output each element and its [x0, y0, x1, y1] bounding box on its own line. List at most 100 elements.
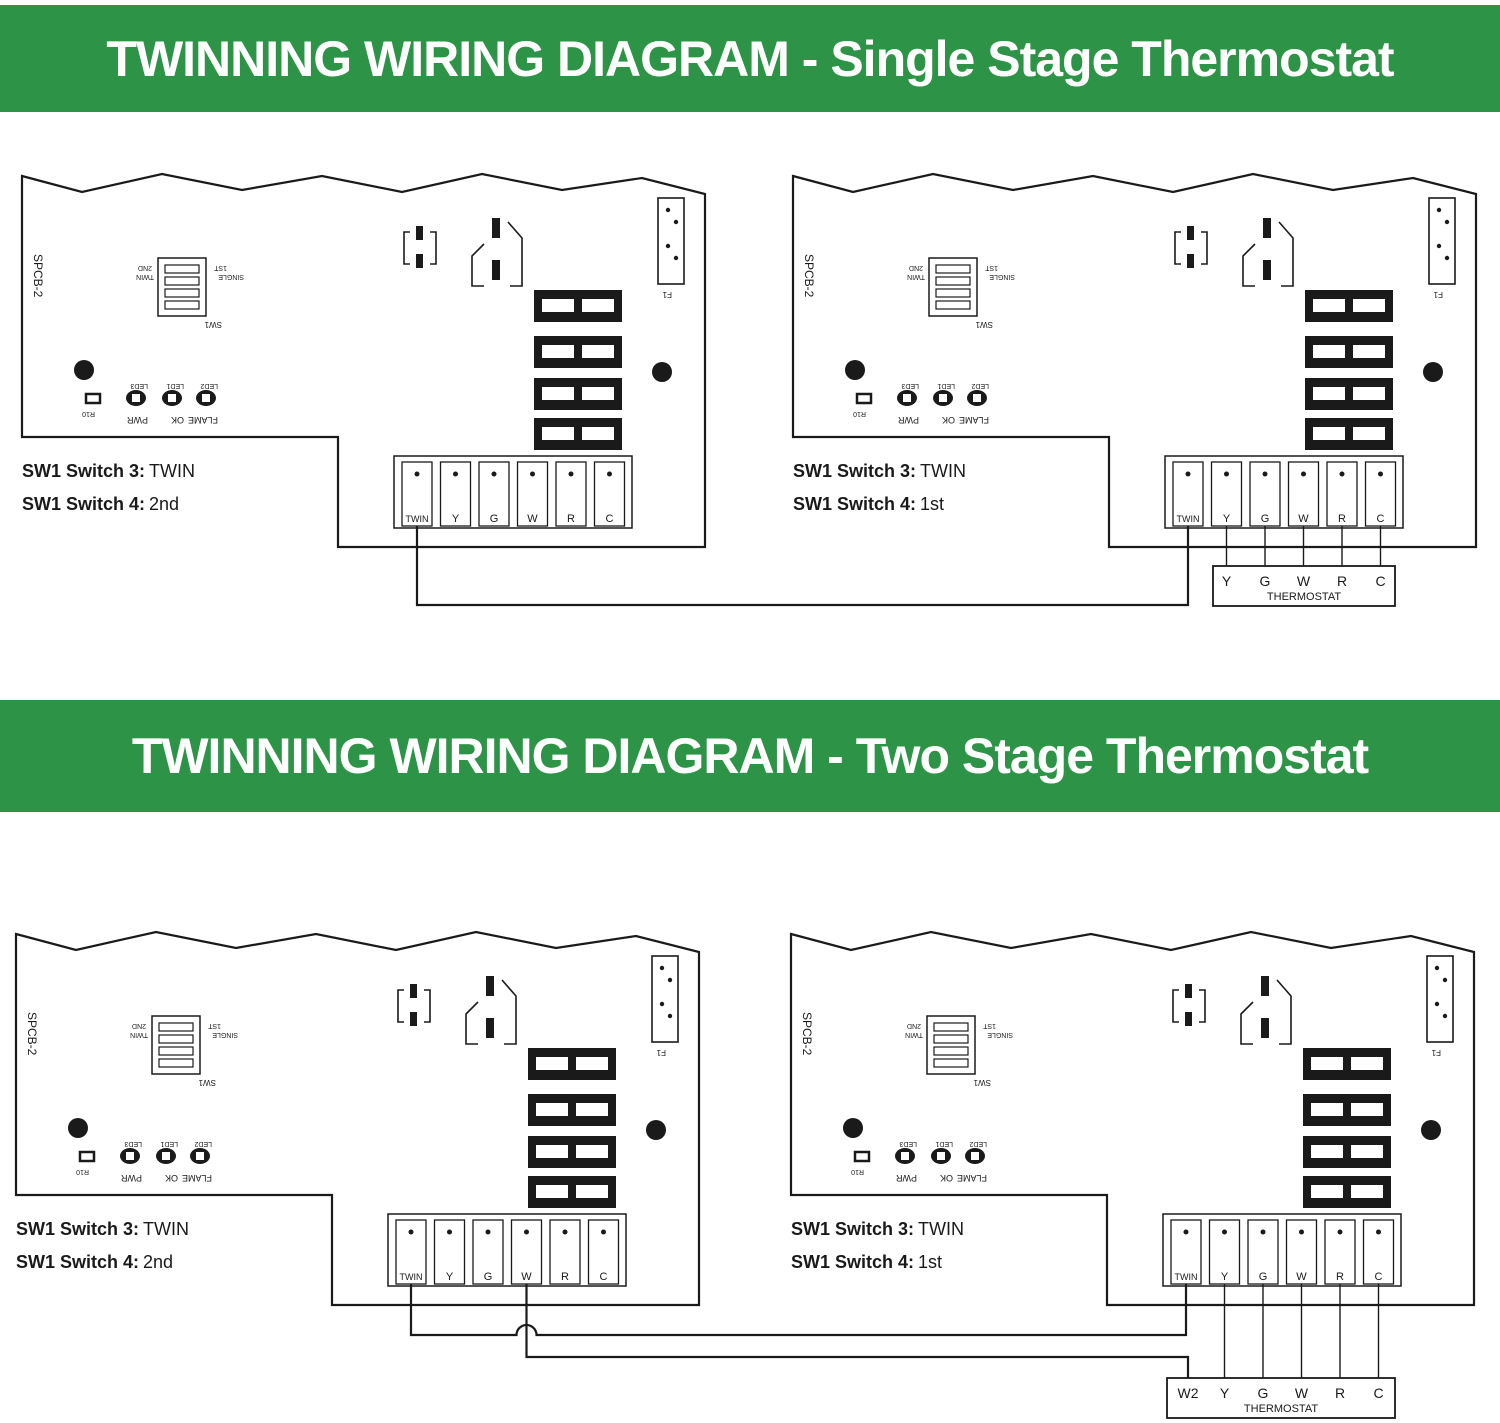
wires-single-stage: [415, 526, 1190, 607]
led-label: PWR: [127, 415, 148, 425]
dip-option-twin: TWIN: [130, 1031, 148, 1038]
terminal-screw: [414, 471, 420, 477]
fuse-dot: [667, 977, 673, 983]
terminal-label: TWIN: [400, 1272, 423, 1282]
relay-window: [1313, 345, 1345, 358]
relay-window: [576, 1185, 608, 1198]
fuse-f1: [651, 955, 679, 1043]
connector-pin: [1263, 218, 1271, 238]
terminal-screw: [568, 471, 574, 477]
dip-switch-sw1: [926, 1015, 976, 1075]
relay-window: [582, 345, 614, 358]
twin-wire: [415, 526, 1190, 607]
relay-1: [534, 290, 622, 322]
led-label: PWR: [121, 1173, 142, 1183]
terminal-screw: [453, 471, 458, 477]
relay-window: [1311, 1145, 1343, 1158]
led-lens: [903, 394, 911, 402]
mounting-hole: [843, 1118, 863, 1138]
terminal-label: Y: [1221, 1271, 1229, 1283]
terminal-screw: [1301, 471, 1306, 477]
switch-4-value: 1st: [918, 1252, 942, 1272]
relay-window: [1311, 1103, 1343, 1116]
terminal-label: C: [1377, 513, 1385, 525]
connector-pin: [1185, 984, 1192, 998]
switch-3-value: TWIN: [143, 1219, 189, 1239]
fuse-label: F1: [1433, 290, 1443, 299]
dip-option-2nd: 2ND: [132, 1022, 146, 1029]
terminal-label: W: [1296, 1271, 1307, 1283]
terminal-screw: [1222, 1229, 1227, 1235]
dip-option-twin: TWIN: [907, 273, 925, 280]
relay-window: [536, 1145, 568, 1158]
terminal-label: G: [484, 1271, 493, 1283]
led-id: LED2: [200, 382, 218, 389]
dip-option-1st: 1ST: [207, 1022, 221, 1029]
fuse-body: [1428, 197, 1456, 285]
terminal-screw: [1339, 471, 1345, 477]
relay-window: [536, 1057, 568, 1070]
fuse-dot: [667, 1013, 673, 1019]
dip-switch-slot: [935, 288, 971, 298]
led-label: OK: [942, 415, 955, 425]
led-id: LED3: [124, 1140, 142, 1147]
terminal-screw: [530, 471, 535, 477]
fuse-body: [1426, 955, 1454, 1043]
dip-switch-slot: [935, 276, 971, 286]
terminal-label: G: [1259, 1271, 1268, 1283]
dip-switch-sw1: [157, 257, 207, 317]
led-id: LED2: [971, 382, 989, 389]
fuse-dot: [659, 1001, 665, 1007]
terminal-block-body: [387, 1213, 627, 1287]
switch-4-note: SW1 Switch 4:2nd: [22, 494, 179, 514]
section-1-title: TWINNING WIRING DIAGRAM - Single Stage T…: [106, 30, 1394, 87]
mounting-hole: [652, 362, 672, 382]
terminal-screw: [1376, 1229, 1381, 1235]
thermostat-label: THERMOSTAT: [1267, 591, 1341, 603]
switch-3-note: SW1 Switch 3:TWIN: [16, 1219, 189, 1239]
terminal-label: W: [521, 1271, 532, 1283]
led-id: LED2: [969, 1140, 987, 1147]
resistor-label: R10: [76, 1168, 89, 1175]
led-label: OK: [165, 1173, 178, 1183]
led-label: FLAME: [957, 1173, 987, 1183]
terminal-screw: [1299, 1229, 1304, 1235]
switch-3-note: SW1 Switch 3:TWIN: [793, 461, 966, 481]
dip-switch-slot: [164, 300, 200, 310]
thermostat-terminal-y: Y: [1220, 1385, 1230, 1401]
relay-window: [1313, 427, 1345, 440]
terminal-block-body: [393, 455, 633, 529]
dip-switch-slot: [158, 1058, 194, 1068]
connector-pin: [1263, 260, 1271, 280]
led-lens: [939, 394, 947, 402]
relay-3: [1305, 378, 1393, 410]
connector-pin: [486, 1018, 494, 1038]
switch-4-value: 2nd: [149, 494, 179, 514]
connector-pin: [1261, 1018, 1269, 1038]
board-s1-left: SPCB-2SW12NDTWIN1STSINGLEF1R10LED3PWRLED…: [20, 172, 707, 549]
terminal-label: TWIN: [406, 514, 429, 524]
dip-option-single: SINGLE: [218, 273, 244, 280]
terminal-screw: [1337, 1229, 1343, 1235]
dip-switch-sw1: [928, 257, 978, 317]
dip-switch-slot: [164, 288, 200, 298]
relay-window: [542, 345, 574, 358]
fuse-dot: [1444, 255, 1450, 261]
terminal-label: TWIN: [1175, 1272, 1198, 1282]
terminal-label: R: [561, 1271, 569, 1283]
switch-3-note: SW1 Switch 3:TWIN: [22, 461, 195, 481]
resistor-r10: [853, 1150, 871, 1163]
relay-3: [1303, 1136, 1391, 1168]
fuse-f1: [1428, 197, 1456, 285]
thermostat-terminal-c: C: [1373, 1385, 1383, 1401]
terminal-screw: [607, 471, 612, 477]
terminal-label: Y: [446, 1271, 454, 1283]
switch-4-note: SW1 Switch 4:2nd: [16, 1252, 173, 1272]
thermostat-body: [1212, 565, 1396, 607]
switch-4-label: SW1 Switch 4:: [16, 1252, 139, 1272]
led-label: FLAME: [182, 1173, 212, 1183]
thermostat-terminal-y: Y: [1222, 573, 1232, 589]
two-pin-connector: [1172, 984, 1206, 1026]
